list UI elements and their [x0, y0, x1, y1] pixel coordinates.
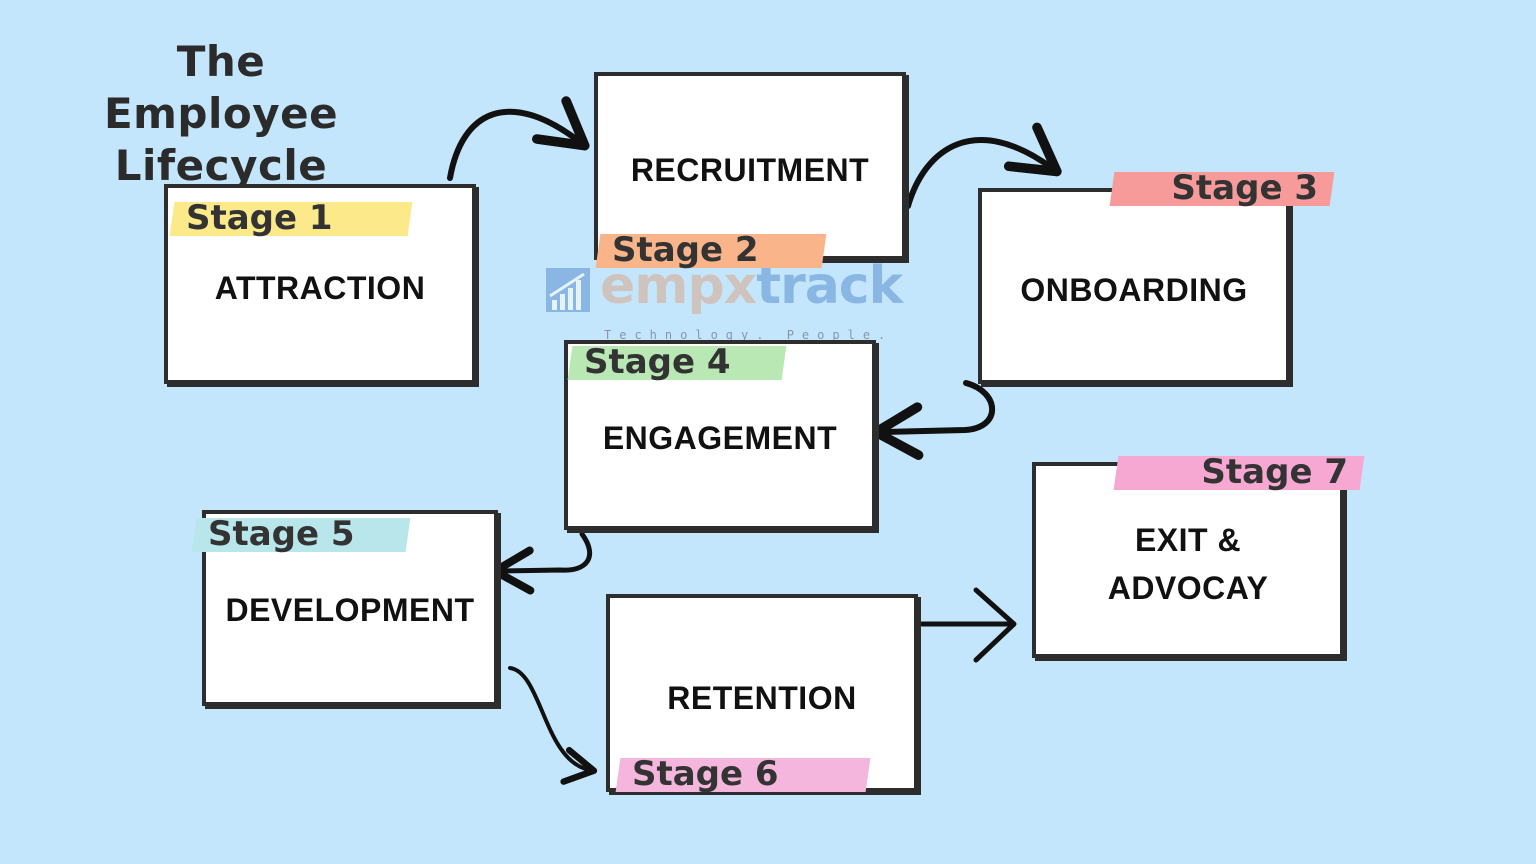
stage-2-badge-text: Stage 2	[612, 230, 759, 270]
stage-3-box: ONBOARDING	[978, 188, 1290, 384]
diagram-title: The Employee Lifecycle	[56, 36, 386, 192]
stage-6-badge-text: Stage 6	[632, 754, 779, 794]
stage-1-label: ATTRACTION	[168, 264, 472, 312]
arrow-stage3-to-stage4	[871, 380, 995, 460]
stage-5-badge-text: Stage 5	[208, 514, 355, 554]
stage-3-badge: Stage 3	[1109, 166, 1335, 210]
title-line-2: Lifecycle	[114, 141, 328, 190]
arrow-stage5-to-stage6	[508, 666, 598, 785]
arrow-stage4-to-stage5	[491, 531, 593, 595]
stage-7-label-line-1: EXIT &	[1134, 522, 1242, 558]
stage-2-label-line: RECRUITMENT	[630, 152, 870, 188]
stage-7-badge-text: Stage 7	[1201, 452, 1348, 492]
title-line-1: The Employee	[103, 37, 339, 138]
empxtrack-logo: empxtrack Technology. People. Growth	[544, 256, 904, 356]
stage-3-label-line: ONBOARDING	[1020, 272, 1248, 308]
stage-3-badge-text: Stage 3	[1171, 168, 1318, 208]
stage-5-badge: Stage 5	[191, 512, 411, 556]
stage-3-label: ONBOARDING	[982, 266, 1286, 314]
stage-4-badge: Stage 4	[567, 340, 787, 384]
stage-7-label: EXIT & ADVOCAY	[1036, 516, 1340, 612]
stage-6-badge: Stage 6	[615, 752, 871, 796]
logo-chart-icon	[546, 268, 590, 312]
stage-4-badge-text: Stage 4	[584, 342, 731, 382]
stage-2-badge: Stage 2	[595, 228, 827, 272]
stage-1-badge-text: Stage 1	[186, 198, 333, 238]
arrow-stage1-to-stage2	[447, 96, 590, 181]
stage-4-label-line: ENGAGEMENT	[602, 420, 838, 456]
stage-7-badge: Stage 7	[1113, 450, 1365, 494]
stage-5-label: DEVELOPMENT	[206, 586, 494, 634]
stage-1-badge: Stage 1	[169, 196, 413, 240]
arrow-stage6-to-stage7-head	[973, 587, 1017, 663]
arrow-stage2-to-stage3	[905, 122, 1062, 209]
stage-1-label-line: ATTRACTION	[214, 270, 426, 306]
stage-5-label-line: DEVELOPMENT	[225, 592, 475, 628]
stage-7-label-line-2: ADVOCAY	[1107, 570, 1269, 606]
stage-4-label: ENGAGEMENT	[568, 414, 872, 462]
stage-6-label: RETENTION	[610, 674, 914, 722]
stage-2-label: RECRUITMENT	[598, 146, 902, 194]
stage-2-box: RECRUITMENT	[594, 72, 906, 260]
stage-6-label-line: RETENTION	[667, 680, 857, 716]
